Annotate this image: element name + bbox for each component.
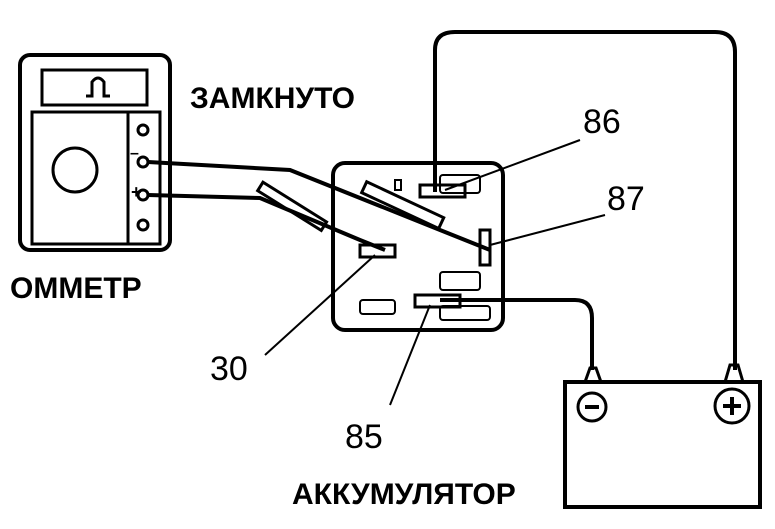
battery — [563, 363, 762, 509]
battery-label: АККУМУЛЯТОР — [292, 478, 516, 511]
dial-icon — [51, 146, 99, 194]
test-leads — [147, 160, 491, 252]
closed-label: ЗАМКНУТО — [190, 82, 355, 115]
pointer-lines — [264, 139, 606, 406]
ohmmeter-label: ОММЕТР — [10, 272, 142, 305]
pin-86-label: 86 — [583, 103, 621, 141]
ohmmeter — [18, 53, 172, 252]
plus-sign: + — [131, 182, 142, 202]
pin-87 — [478, 228, 492, 267]
pin-30 — [358, 243, 397, 259]
minus-sign: – — [130, 145, 139, 162]
minus-jack — [136, 155, 150, 169]
negative-terminal-icon — [576, 391, 608, 423]
positive-terminal-icon — [713, 387, 751, 425]
pin-85-label: 85 — [345, 418, 383, 456]
pin-87-label: 87 — [607, 180, 645, 218]
pin-86 — [418, 183, 467, 199]
relay — [331, 161, 505, 332]
battery-wires — [433, 30, 737, 370]
pin-30-label: 30 — [210, 350, 248, 388]
pulse-icon — [86, 76, 110, 98]
